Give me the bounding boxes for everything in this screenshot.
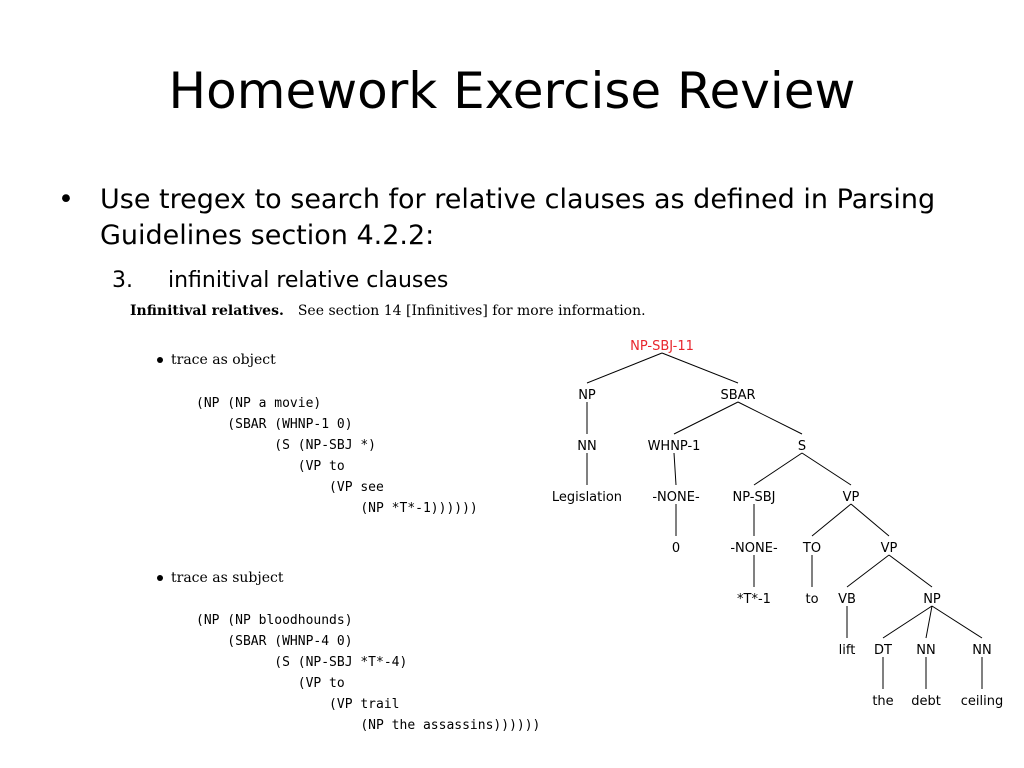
code-line: (NP (NP bloodhounds) [196,613,353,628]
tree-node-to_word: to [805,592,818,607]
tree-edge [801,452,852,486]
tree-edge [661,352,739,384]
tree-node-lift: lift [839,643,856,658]
tree-edge [737,401,803,435]
tree-node-zero: 0 [672,541,680,556]
code-line: (NP (NP a movie) [196,396,322,411]
slide-title: Homework Exercise Review [168,62,856,120]
code-line: (SBAR (WHNP-1 0) [196,417,353,432]
tree-edge [846,554,890,588]
code-line: (VP to [196,459,345,474]
tree-edge [925,605,933,639]
tree-node-the: the [872,694,893,709]
tree-edge [673,452,677,486]
bullet-dot-icon [157,575,163,581]
bullet-dot-icon: • [58,184,74,215]
tree-edge [586,352,663,384]
code-line: (S (NP-SBJ *T*-4) [196,655,408,670]
bullet-dot-icon [157,357,163,363]
tree-edge [753,452,803,486]
trace-object-label: trace as object [157,352,276,368]
code-line: (NP the assassins)))))) [196,718,541,733]
tree-node-ceiling: ceiling [961,694,1003,709]
tree-node-none1: -NONE- [652,490,700,505]
tree-node-whnp: WHNP-1 [648,439,701,454]
tree-edge [673,401,739,435]
tree-node-legislation: Legislation [552,490,622,505]
tree-node-nn3: NN [972,643,991,658]
tree-node-np: NP [578,388,596,403]
figure-heading: Infinitival relatives. See section 14 [In… [130,303,646,319]
tree-node-npsbj: NP-SBJ [733,490,776,505]
tree-node-root: NP-SBJ-11 [630,339,694,354]
code-line: (VP to [196,676,345,691]
tree-node-to_tag: TO [802,541,821,556]
tree-node-vp2: VP [881,541,898,556]
sub-item-number: 3. [112,268,133,293]
tree-node-debt: debt [911,694,941,709]
tree-node-s: S [798,439,806,454]
trace-object-label-text: trace as object [171,352,276,368]
tree-edge [882,605,933,639]
tree-edge [888,554,933,588]
sub-item-text: infinitival relative clauses [168,268,449,293]
tree-node-vb: VB [838,592,856,607]
tree-node-dt: DT [874,643,892,658]
figure-heading-rest: See section 14 [Infinitives] for more in… [297,303,646,319]
bullet-text: Use tregex to search for relative clause… [100,184,936,251]
tree-edge [931,605,983,639]
tree-edge [850,503,890,537]
tree-node-t1: *T*-1 [737,592,771,607]
figure-heading-bold: Infinitival relatives. [130,303,284,319]
code-line: (NP *T*-1)))))) [196,501,478,516]
code-line: (VP trail [196,697,400,712]
tree-node-nn1: NN [577,439,596,454]
tree-node-none2: -NONE- [730,541,778,556]
tree-edge [811,503,852,537]
tree-node-vp1: VP [843,490,860,505]
code-line: (VP see [196,480,384,495]
code-line: (S (NP-SBJ *) [196,438,377,453]
trace-subject-label: trace as subject [157,570,283,586]
code-line: (SBAR (WHNP-4 0) [196,634,353,649]
tree-node-sbar: SBAR [720,388,755,403]
trace-subject-label-text: trace as subject [171,570,284,586]
tree-node-np2: NP [923,592,941,607]
tree-node-nn2: NN [916,643,935,658]
